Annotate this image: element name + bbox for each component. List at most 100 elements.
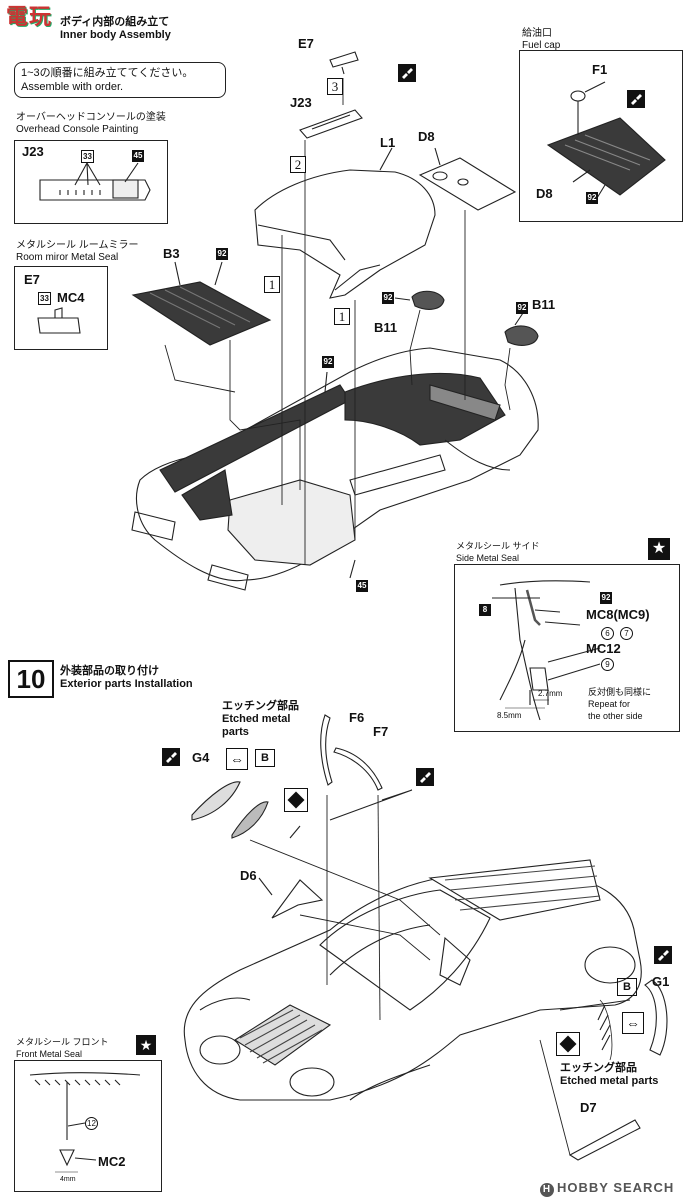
step10-number: 10: [8, 660, 54, 698]
overhead-title-jp: オーバーヘッドコンソールの塗装: [16, 112, 166, 123]
mirror-color-33: 33: [38, 292, 51, 305]
side-repeat-note: 反対側も同様に Repeat for the other side: [588, 686, 651, 722]
part-d8: D8: [418, 129, 435, 144]
site-logo: 電玩: [6, 6, 62, 46]
overhead-box: [14, 140, 168, 224]
etched2-en: Etched metal parts: [560, 1075, 659, 1087]
overhead-title-en: Overhead Console Painting: [16, 124, 139, 135]
etched-b-label: B: [255, 749, 275, 767]
side-color-6: 6: [601, 627, 614, 640]
repeat-en2: the other side: [588, 711, 643, 721]
note-en: Assemble with order.: [21, 81, 124, 93]
front-color-12: 12: [85, 1117, 98, 1130]
front-dim-4mm: 4mm: [60, 1176, 76, 1183]
front-seal-box: [14, 1060, 162, 1192]
side-seal-title: メタルシール サイド Side Metal Seal: [456, 540, 540, 564]
front-seal-title: メタルシール フロント Front Metal Seal: [16, 1036, 109, 1060]
side-seal-title-jp: メタルシール サイド: [456, 541, 540, 551]
part-b11-right: B11: [532, 297, 556, 312]
overhead-color-45: 45: [132, 150, 144, 162]
order-step-3: 3: [327, 78, 343, 95]
fuel-title: 給油口 Fuel cap: [522, 28, 560, 52]
part-j23: J23: [290, 95, 312, 110]
side-color-92: 92: [600, 592, 612, 604]
fuel-title-jp: 給油口: [522, 28, 552, 39]
front-seal-mc2: MC2: [98, 1154, 126, 1169]
part-e7: E7: [298, 36, 314, 51]
paint-brush-icon: [162, 748, 180, 766]
part-g4: G4: [192, 750, 210, 765]
mirror-title: メタルシール ルームミラー Room miror Metal Seal: [16, 240, 138, 264]
color-92-b11a: 92: [382, 292, 394, 304]
mirror-title-en: Room miror Metal Seal: [16, 252, 119, 263]
step10-title-jp: 外装部品の取り付け: [60, 665, 159, 677]
fuel-part-d8: D8: [536, 186, 553, 201]
color-92-body: 92: [322, 356, 334, 368]
mirror-part-e7: E7: [24, 272, 40, 287]
star-icon: ★: [136, 1035, 156, 1055]
star-icon: ★: [648, 538, 670, 560]
side-dim-27: 2.7mm: [538, 689, 563, 698]
front-seal-title-en: Front Metal Seal: [16, 1049, 83, 1059]
part-g1: G1: [652, 974, 670, 989]
side-seal-mc12: MC12: [586, 641, 621, 656]
overhead-part-j23: J23: [22, 144, 44, 159]
watermark-text: HOBBY SEARCH: [557, 1180, 675, 1195]
side-color-7: 7: [620, 627, 633, 640]
step10-header: 外装部品の取り付け Exterior parts Installation: [60, 665, 193, 691]
etched-en1: Etched metal: [222, 713, 291, 725]
paint-brush-icon: [398, 64, 416, 82]
step10-title-en: Exterior parts Installation: [60, 678, 193, 690]
side-dim-85: 8.5mm: [497, 711, 522, 720]
hobby-search-icon: H: [540, 1183, 554, 1197]
order-step-1b: 1: [334, 308, 350, 325]
color-92-b11b: 92: [516, 302, 528, 314]
part-b3: B3: [163, 246, 180, 261]
side-seal-box: [454, 564, 680, 732]
side-color-9: 9: [601, 658, 614, 671]
overhead-color-33: 33: [81, 150, 94, 163]
front-seal-title-jp: メタルシール フロント: [16, 1037, 109, 1047]
assembly-order-note: 1~3の順番に組み立ててください。 Assemble with order.: [14, 62, 226, 98]
fuel-box: [519, 50, 683, 222]
step9-header: ボディ内部の組み立て Inner body Assembly: [60, 16, 171, 42]
part-l1: L1: [380, 135, 396, 150]
etched-en2: parts: [222, 726, 249, 738]
step9-title-en: Inner body Assembly: [60, 29, 171, 41]
part-b11-left: B11: [374, 320, 398, 335]
logo-text: 電玩: [6, 5, 53, 30]
paint-brush-icon: [416, 768, 434, 786]
overhead-title: オーバーヘッドコンソールの塗装 Overhead Console Paintin…: [16, 112, 166, 136]
order-step-2: 2: [290, 156, 306, 173]
etched-parts-label: エッチング部品 Etched metal parts: [222, 700, 299, 739]
side-seal-mc8: MC8(MC9): [586, 607, 650, 622]
repeat-jp: 反対側も同様に: [588, 687, 652, 697]
etched2-jp: エッチング部品: [560, 1062, 637, 1074]
glue-diamond-icon: [556, 1032, 580, 1056]
cut-arrow-icon: ⇔: [622, 1012, 644, 1034]
part-d7: D7: [580, 1100, 597, 1115]
color-45-floor: 45: [356, 580, 368, 592]
etched-b2-label: B: [617, 978, 637, 996]
paint-brush-icon: [654, 946, 672, 964]
fuel-part-f1: F1: [592, 62, 608, 77]
fuel-color-92: 92: [586, 192, 598, 204]
side-seal-title-en: Side Metal Seal: [456, 553, 520, 563]
part-d6: D6: [240, 868, 257, 883]
fuel-title-en: Fuel cap: [522, 40, 561, 51]
step9-title-jp: ボディ内部の組み立て: [60, 16, 170, 28]
part-f6: F6: [349, 710, 365, 725]
note-jp: 1~3の順番に組み立ててください。: [21, 67, 194, 79]
repeat-en1: Repeat for: [588, 699, 631, 709]
part-f7: F7: [373, 724, 389, 739]
color-92-b3: 92: [216, 248, 228, 260]
mirror-title-jp: メタルシール ルームミラー: [16, 240, 139, 251]
mirror-seal-mc4: MC4: [57, 290, 85, 305]
order-step-1: 1: [264, 276, 280, 293]
side-color-8: 8: [479, 604, 491, 616]
etched2-label: エッチング部品 Etched metal parts: [560, 1062, 658, 1088]
glue-diamond-icon: [284, 788, 308, 812]
mirror-box: [14, 266, 108, 350]
